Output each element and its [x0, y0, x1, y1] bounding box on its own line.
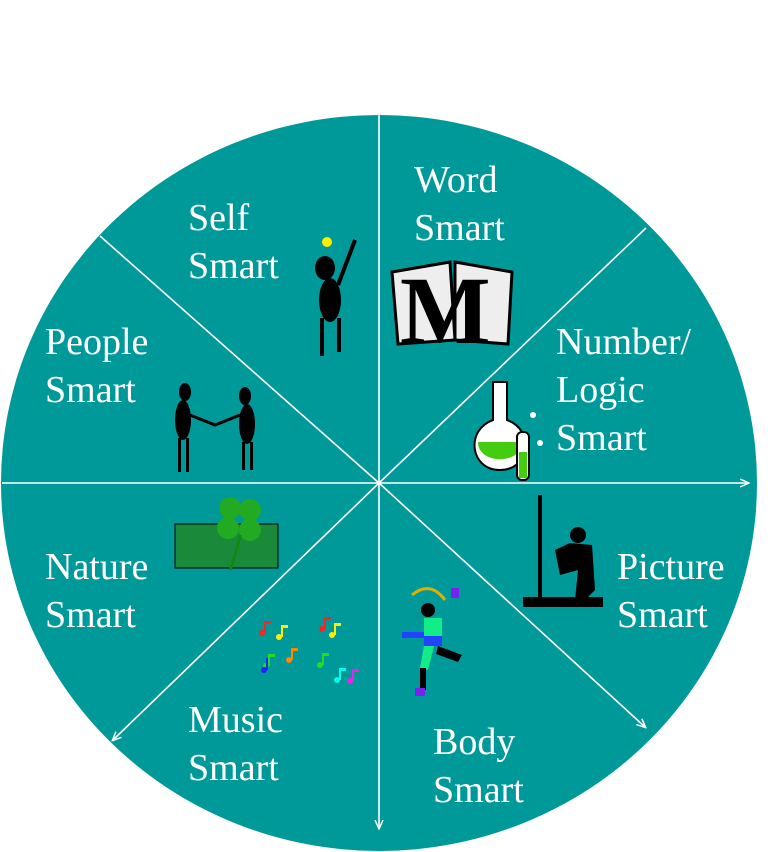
label-line: Smart [556, 417, 647, 459]
label-line: Smart [433, 769, 524, 811]
arrow-down-left [113, 482, 380, 740]
label-line: Number/ [556, 321, 692, 363]
svg-text:M: M [400, 257, 491, 364]
thinking-person-icon [315, 237, 357, 356]
label-line: Smart [188, 245, 279, 287]
dancer-icon [402, 587, 462, 696]
arrow-down-right [378, 482, 645, 727]
label-line: Smart [45, 369, 136, 411]
label-line: Picture [617, 546, 725, 588]
divider-up-left [99, 235, 380, 484]
label-line: Music [188, 699, 283, 741]
flask-icon [473, 381, 543, 481]
label-line: Logic [556, 369, 645, 411]
label-line: Smart [188, 747, 279, 789]
label-line: Nature [45, 546, 149, 588]
label-line: Smart [45, 594, 136, 636]
label-line: People [45, 321, 149, 363]
music-notes-icon [259, 617, 359, 684]
four-leaf-clover-icon [174, 497, 279, 571]
label-line: Self [188, 197, 250, 239]
divider-lines [2, 115, 748, 828]
label-line: Smart [414, 207, 505, 249]
label-line: Smart [617, 594, 708, 636]
divider-up-right [378, 227, 647, 484]
handshake-people-icon [175, 383, 255, 472]
label-line: Body [433, 721, 516, 763]
open-book-icon: M [390, 257, 514, 364]
label-line: Word [414, 159, 498, 201]
painter-at-easel-icon [523, 495, 603, 607]
